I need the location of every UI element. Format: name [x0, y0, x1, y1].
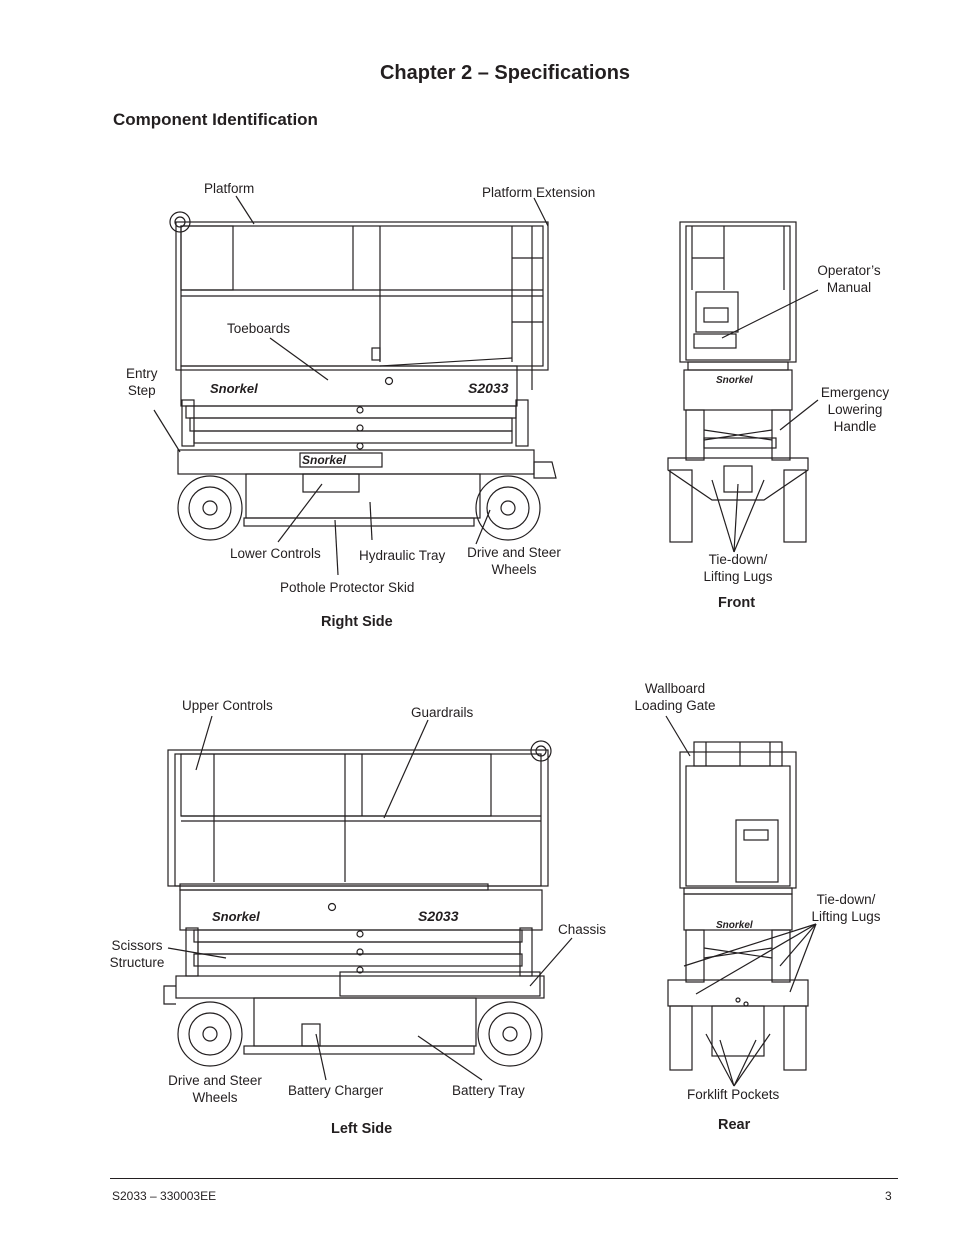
label-scissors-structure: Scissors Structure [109, 938, 165, 970]
decal-model-left: S2033 [418, 908, 459, 924]
label-entry-step: Entry Step [126, 366, 158, 398]
label-operators-manual: Operator’s Manual [817, 263, 881, 295]
decal-brand-chassis: Snorkel [302, 453, 347, 467]
label-forklift-pockets: Forklift Pockets [687, 1087, 780, 1102]
left-side-drawing: Snorkel S2033 [163, 715, 573, 1081]
label-pothole-protector-skid: Pothole Protector Skid [280, 580, 415, 595]
label-lower-controls: Lower Controls [230, 546, 321, 561]
caption-rear: Rear [718, 1117, 751, 1133]
right-side-drawing: Snorkel S2033 Snorkel [153, 195, 557, 576]
section-title: Component Identification [113, 110, 318, 129]
label-platform: Platform [204, 181, 255, 196]
caption-right-side: Right Side [321, 614, 393, 630]
label-platform-extension: Platform Extension [482, 185, 596, 200]
label-battery-tray: Battery Tray [452, 1083, 525, 1098]
decal-brand-front: Snorkel [716, 375, 753, 386]
label-tie-down-lugs-front: Tie-down/ Lifting Lugs [703, 552, 773, 584]
label-tie-down-lugs-rear: Tie-down/ Lifting Lugs [811, 892, 881, 924]
footer-doc-id: S2033 – 330003EE [112, 1189, 217, 1203]
front-drawing: Snorkel [667, 221, 819, 553]
label-emergency-lowering-handle: Emergency Lowering Handle [820, 385, 890, 434]
label-battery-charger: Battery Charger [288, 1083, 384, 1098]
label-drive-steer-wheels-right: Drive and Steer Wheels [467, 545, 561, 577]
rear-drawing: Snorkel [665, 715, 817, 1087]
footer-rule [110, 1178, 898, 1179]
label-wallboard-loading-gate: Wallboard Loading Gate [634, 681, 716, 713]
label-hydraulic-tray: Hydraulic Tray [359, 548, 446, 563]
caption-front: Front [718, 595, 756, 611]
decal-model: S2033 [468, 380, 509, 396]
decal-brand-left: Snorkel [212, 909, 260, 924]
decal-brand-rear: Snorkel [716, 920, 753, 931]
label-chassis: Chassis [558, 922, 607, 937]
caption-left-side: Left Side [331, 1121, 393, 1137]
label-drive-steer-wheels-left: Drive and Steer Wheels [168, 1073, 262, 1105]
label-guardrails: Guardrails [411, 705, 474, 720]
page-number: 3 [885, 1189, 892, 1203]
label-toeboards: Toeboards [227, 321, 291, 336]
decal-brand: Snorkel [210, 381, 258, 396]
label-upper-controls: Upper Controls [182, 698, 273, 713]
chapter-title: Chapter 2 – Specifications [379, 62, 631, 84]
